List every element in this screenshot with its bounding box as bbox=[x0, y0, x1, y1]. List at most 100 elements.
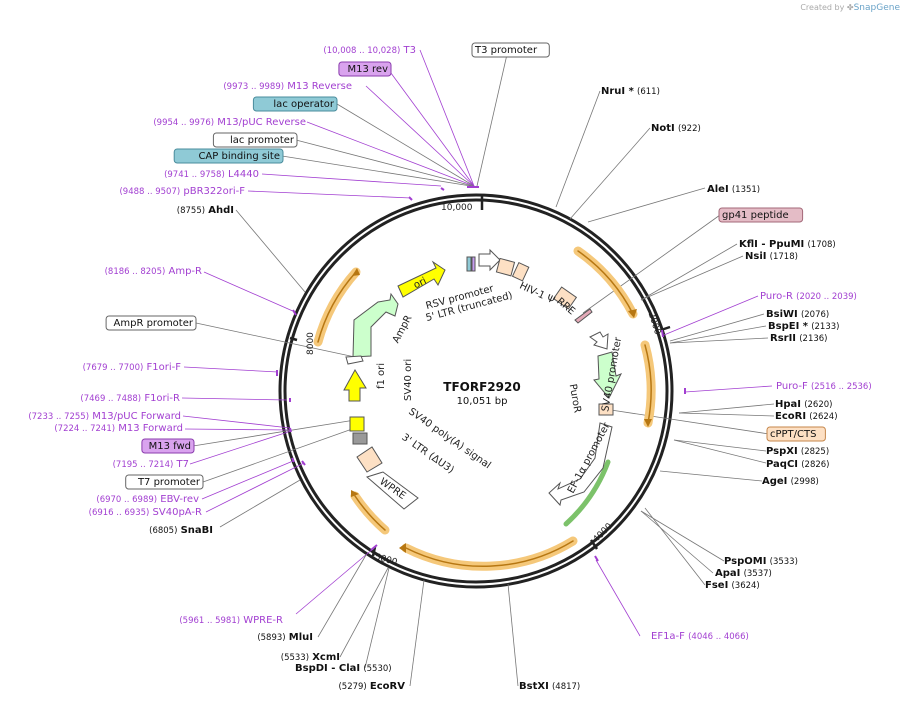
site-label-rsrii: RsrII (2136) bbox=[770, 333, 827, 344]
site-position: (2076) bbox=[801, 310, 829, 320]
site-box-lac-promoter bbox=[212, 132, 298, 148]
orf-arc-top-right bbox=[573, 246, 638, 319]
site-label-sv40pa-r: (6916 .. 6935) SV40pA-R bbox=[89, 507, 202, 518]
site-label-snabi: (6805) SnaBI bbox=[149, 525, 213, 536]
snapgene-logo-icon: ✤ bbox=[846, 3, 854, 12]
site-label-t7-promoter: T7 promoter bbox=[137, 477, 201, 488]
site-label-cppt-cts: cPPT/CTS bbox=[770, 429, 816, 440]
site-label-cap-binding-site: CAP binding site bbox=[198, 151, 280, 162]
site-name: cPPT/CTS bbox=[770, 429, 816, 440]
site-name: M13 Reverse bbox=[287, 81, 352, 92]
rre-box bbox=[552, 286, 578, 310]
site-label-f1ori-f: (7679 .. 7700) F1ori-F bbox=[83, 362, 182, 373]
site-label-gp41-peptide: gp41 peptide bbox=[722, 210, 789, 221]
sv40-promoter-arrow bbox=[589, 331, 609, 350]
leader-lines bbox=[181, 49, 775, 687]
site-position: (922) bbox=[678, 124, 701, 134]
site-position: (2620) bbox=[804, 400, 832, 410]
site-position: (7224 .. 7241) bbox=[54, 424, 115, 434]
tick-label-10000: 10,000 bbox=[441, 203, 473, 213]
site-position: (3624) bbox=[731, 581, 759, 591]
site-name: NsiI bbox=[745, 251, 766, 262]
site-position: (6916 .. 6935) bbox=[89, 508, 150, 518]
site-name: PaqCI bbox=[766, 459, 798, 470]
site-position: (5530) bbox=[363, 664, 391, 674]
site-label-m13-puc-reverse: (9954 .. 9976) M13/pUC Reverse bbox=[153, 117, 306, 128]
site-position: (9954 .. 9976) bbox=[153, 118, 214, 128]
site-extra: - ClaI bbox=[328, 663, 360, 674]
label-ampr: AmpR bbox=[391, 314, 415, 346]
site-label-ecorv: (5279) EcoRV bbox=[338, 681, 405, 692]
site-position: (8186 .. 8205) bbox=[105, 267, 166, 277]
sv40-ori-box bbox=[349, 416, 365, 432]
site-label-pbr322ori-f: (9488 .. 9507) pBR322ori-F bbox=[119, 186, 245, 197]
backbone-ticks bbox=[289, 196, 671, 557]
ampr-arrow bbox=[352, 292, 399, 358]
site-name: CAP binding site bbox=[198, 151, 280, 162]
site-label-ampr-promoter: AmpR promoter bbox=[114, 318, 194, 329]
site-name: Amp-R bbox=[169, 266, 203, 277]
site-box-t3-promoter bbox=[471, 42, 550, 58]
credit-prefix: Created by bbox=[800, 3, 845, 12]
primer-marks bbox=[276, 186, 686, 562]
site-label-ebv-rev: (6970 .. 6989) EBV-rev bbox=[96, 494, 199, 505]
plasmid-name: TFORF2920 bbox=[443, 380, 520, 394]
label-sv40ori: SV40 ori bbox=[403, 359, 414, 401]
site-label-bsiwi: BsiWI (2076) bbox=[766, 309, 829, 320]
backbone-inner-ring bbox=[283, 198, 669, 584]
orf-arc-right-line bbox=[644, 344, 652, 424]
site-box-m13-rev bbox=[338, 61, 392, 77]
credit-brand: SnapGene bbox=[853, 3, 900, 13]
site-label-agei: AgeI (2998) bbox=[762, 476, 819, 487]
site-position: (9973 .. 9989) bbox=[223, 82, 284, 92]
site-label-f1ori-r: (7469 .. 7488) F1ori-R bbox=[80, 393, 180, 404]
site-label-puro-r: Puro-R (2020 .. 2039) bbox=[760, 291, 857, 302]
backbone-outer-ring bbox=[278, 193, 674, 589]
site-label-alei: AleI (1351) bbox=[707, 184, 760, 195]
site-name: M13 fwd bbox=[149, 441, 191, 452]
site-label-nsii: NsiI (1718) bbox=[745, 251, 798, 262]
site-name: NruI * bbox=[601, 86, 635, 97]
site-name: BsiWI bbox=[766, 309, 798, 320]
ltr3-box bbox=[356, 446, 383, 473]
site-label-amp-r: (8186 .. 8205) Amp-R bbox=[105, 266, 202, 277]
label-ori: ori bbox=[412, 276, 429, 292]
f1-ori-arrow bbox=[343, 369, 367, 402]
site-position: (4817) bbox=[552, 682, 580, 692]
site-position: (5893) bbox=[257, 633, 285, 643]
site-name: PspOMI bbox=[724, 556, 766, 567]
site-label-ef1a-f: EF1a-F (4046 .. 4066) bbox=[651, 631, 749, 642]
snapgene-credit: Created by ✤SnapGene bbox=[800, 3, 900, 13]
site-position: (2826) bbox=[801, 460, 829, 470]
rsv-promoter-arrow bbox=[478, 248, 501, 272]
label-hiv: HIV-1 Ψ bbox=[518, 281, 557, 307]
site-position: (6970 .. 6989) bbox=[96, 495, 157, 505]
orf-arc-left bbox=[313, 267, 361, 347]
site-label-m13-fwd: M13 fwd bbox=[149, 441, 191, 452]
site-label-l4440: (9741 .. 9758) L4440 bbox=[164, 169, 259, 180]
site-position: (611) bbox=[637, 87, 660, 97]
cppt-box bbox=[598, 403, 614, 416]
site-name: BstXI bbox=[519, 681, 549, 692]
site-position: (2020 .. 2039) bbox=[796, 292, 857, 302]
site-position: (6805) bbox=[149, 526, 177, 536]
site-label-noti: NotI (922) bbox=[651, 123, 701, 134]
site-name: BspDI bbox=[295, 663, 328, 674]
site-name: F1ori-R bbox=[144, 393, 180, 404]
site-position: (3537) bbox=[744, 569, 772, 579]
site-label-t3: (10,008 .. 10,028) T3 bbox=[323, 45, 416, 56]
site-name: HpaI bbox=[775, 399, 801, 410]
site-name: EF1a-F bbox=[651, 631, 685, 642]
orf-arc-ef1a-green bbox=[563, 459, 611, 527]
site-name: PspXI bbox=[766, 446, 798, 457]
site-extra: - PpuMI bbox=[758, 239, 804, 250]
hiv-psi-box bbox=[511, 261, 530, 282]
site-name: NotI bbox=[651, 123, 675, 134]
site-name: Puro-F bbox=[776, 381, 808, 392]
site-name: T3 bbox=[403, 45, 416, 56]
site-name: lac operator bbox=[273, 99, 334, 110]
site-position: (2136) bbox=[799, 334, 827, 344]
site-label-t3-promoter: T3 promoter bbox=[474, 45, 538, 56]
site-position: (4046 .. 4066) bbox=[688, 632, 749, 642]
